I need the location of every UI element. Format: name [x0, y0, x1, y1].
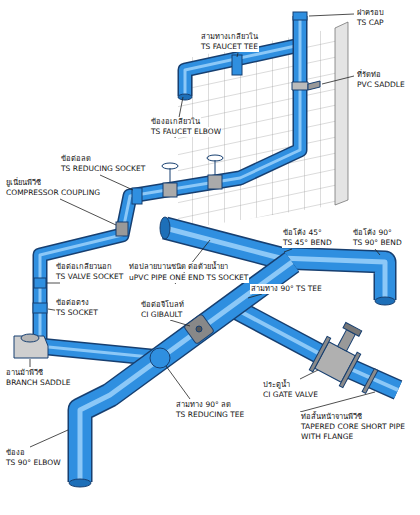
small-pipes: [28, 16, 300, 358]
part-label: TS FAUCET TEE: [200, 42, 259, 52]
part-label: CI GATE VALVE: [262, 390, 319, 400]
part-label: ข้องอ: [5, 448, 26, 458]
fittings: [14, 12, 395, 487]
part-label: ข้อต่อเกลียวนอก: [55, 262, 113, 272]
part-label: TS REDUCING SOCKET: [60, 164, 146, 174]
main-pipes: [80, 228, 398, 482]
part-label: TS FAUCET ELBOW: [150, 127, 222, 137]
part-label: ประตูน้ำ: [262, 380, 291, 390]
part-label: ข้อต่อจีโบลท์: [140, 300, 185, 310]
part-label: TS 45° BEND: [282, 238, 333, 248]
part-label: TS 90° ELBOW: [5, 458, 62, 468]
part-label: COMPRESSOR COUPLING: [5, 188, 101, 198]
part-label: ท่อปลายบานชนิด ต่อด้วยน้ำยา: [128, 262, 229, 272]
part-label: ข้อต่อลด: [60, 154, 92, 164]
part-label: ข้อโค้ง 90°: [352, 228, 393, 238]
part-label: BRANCH SADDLE: [5, 378, 72, 388]
part-label: TAPERED CORE SHORT PIPE WITH FLANGE: [300, 422, 412, 442]
part-label: สามทาง 90° TS TEE: [250, 284, 323, 294]
part-label: ยูเนี่ยนพีวีซี: [5, 178, 42, 188]
part-label: ที่รัดท่อ: [356, 70, 382, 80]
part-label: สามทางเกลียวใน: [200, 32, 259, 42]
part-label: อานม้าพีวีซี: [5, 368, 44, 378]
part-label: TS 90° BEND: [352, 238, 403, 248]
part-label: ฝาครอบ: [356, 8, 385, 18]
part-label: CI GIBAULT: [140, 310, 183, 320]
part-label: TS SOCKET: [55, 308, 99, 318]
part-label: สามทาง 90° ลด: [175, 400, 232, 410]
part-label: ข้อโค้ง 45°: [282, 228, 323, 238]
part-label: PVC SADDLE: [356, 80, 406, 90]
part-label: uPVC PIPE ONE END TS SOCKET: [128, 273, 249, 283]
part-label: TS CAP: [356, 18, 385, 28]
part-label: TS VALVE SOCKET: [55, 272, 124, 282]
part-label: TS REDUCING TEE: [175, 410, 245, 420]
part-label: ท่อสั้นหน้าจานพีวีซี: [300, 412, 363, 422]
wall-edge: [335, 22, 348, 205]
part-label: ข้อต่อตรง: [55, 298, 90, 308]
leader-lines: [30, 14, 380, 447]
part-label: ข้องอเกลียวใน: [150, 117, 201, 127]
